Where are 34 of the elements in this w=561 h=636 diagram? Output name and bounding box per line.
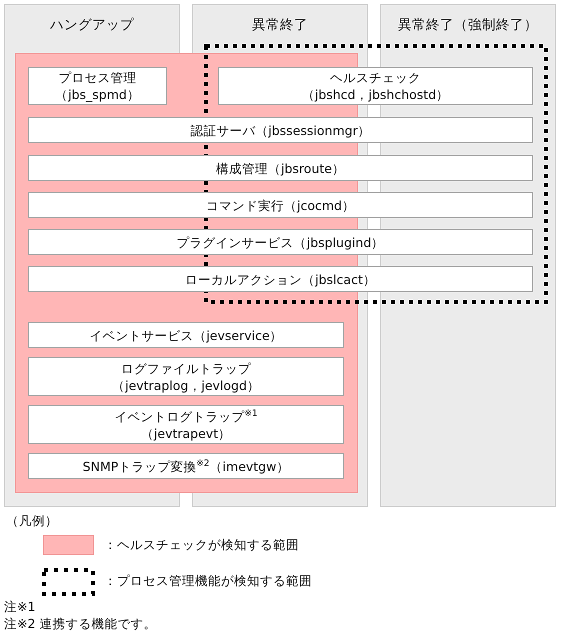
column-heading: 異常終了: [252, 17, 308, 33]
process-name: プロセス管理: [58, 69, 136, 86]
process-name: イベントログトラップ$^{※1}$: [114, 408, 258, 424]
process-name: 認証サーバ（jbssessionmgr）: [190, 122, 371, 138]
footnote: 注※1: [4, 599, 36, 616]
process-name: プラグインサービス（jbsplugind）: [176, 234, 384, 250]
process-box: [28, 155, 533, 181]
process-box: [28, 117, 533, 143]
legend-text: ：プロセス管理機能が検知する範囲: [104, 573, 312, 590]
process-id: （jbshcd，jbshchostd）: [302, 86, 450, 103]
legend-text: ：ヘルスチェックが検知する範囲: [104, 537, 299, 554]
process-box: [28, 357, 344, 396]
process-name: ヘルスチェック: [330, 69, 421, 86]
process-name: ログファイルトラップ: [121, 360, 251, 376]
process-name: SNMPトラップ変換$^{※2}$（imevtgw）: [82, 458, 290, 474]
process-name: コマンド実行（jcocmd）: [206, 196, 355, 214]
process-name: ローカルアクション（jbslcact）: [185, 270, 376, 288]
process-box: [28, 67, 167, 105]
process-id: （jbs_spmd）: [55, 86, 140, 103]
process-box: [218, 67, 533, 105]
process-box: [28, 266, 533, 292]
process-name: イベントサービス（jevservice）: [89, 326, 283, 344]
process-box: [28, 322, 344, 348]
process-box: [28, 453, 344, 479]
column-heading: ハングアップ: [50, 17, 134, 33]
process-name: 構成管理（jbsroute）: [216, 160, 345, 176]
process-id: （jevtrapevt）: [140, 424, 232, 442]
process-id: （jevtraplog，jevlogd）: [112, 376, 260, 394]
process-box: [28, 192, 533, 218]
footnote: 注※2 連携する機能です。: [4, 616, 156, 633]
column-heading: 異常終了（強制終了）: [398, 17, 538, 33]
process-box: [28, 405, 344, 444]
process-box: [28, 229, 533, 255]
legend-title: （凡例）: [6, 513, 58, 530]
